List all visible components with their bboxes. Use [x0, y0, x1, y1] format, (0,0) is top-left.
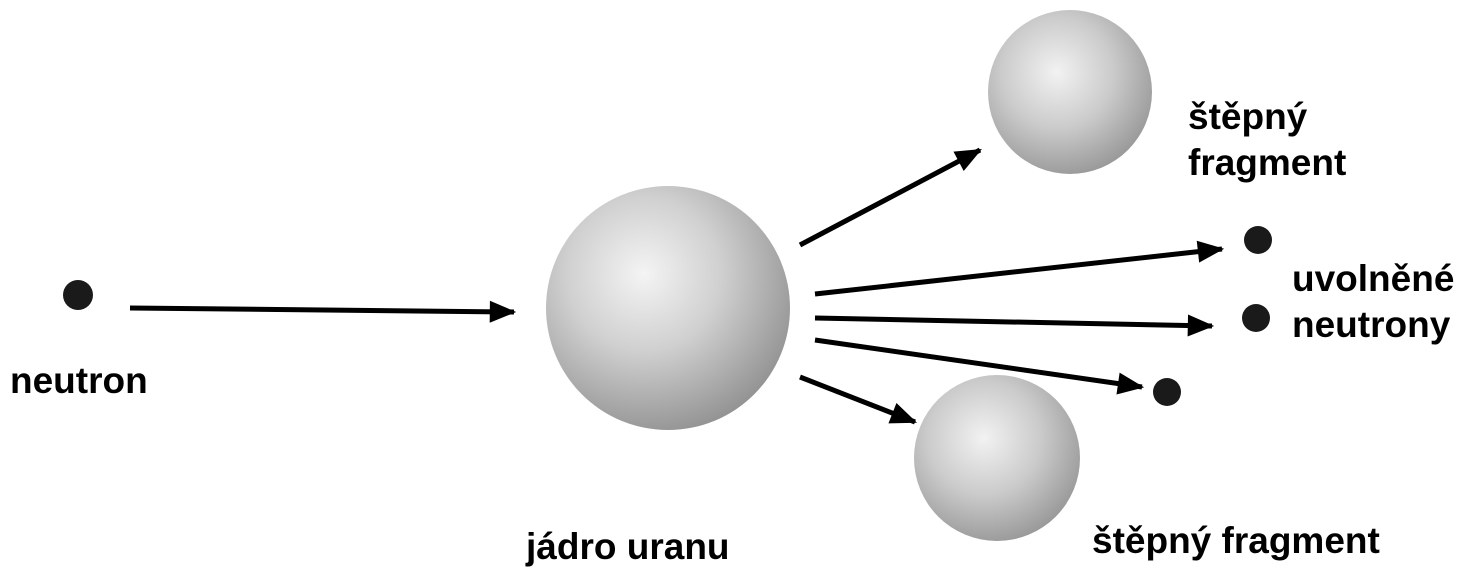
fission-fragment-top: [988, 10, 1152, 174]
fragment-top-label-line2: fragment: [1188, 142, 1347, 183]
arrow-to-neutron-2: [814, 314, 1215, 337]
released-neutrons-label-line2: neutrony: [1292, 304, 1451, 345]
neutron-label: neutron: [10, 360, 148, 401]
fragment-top-label-line1: štěpný: [1188, 96, 1308, 137]
fragment-bottom-label: štěpný fragment: [1092, 520, 1380, 561]
released-neutrons-label: uvolněné neutrony: [1292, 256, 1454, 348]
arrow-to-fragment-bottom: [799, 374, 918, 425]
incoming-neutron: [63, 280, 93, 310]
released-neutron-3: [1153, 378, 1181, 406]
fragment-top-label: štěpný fragment: [1188, 94, 1346, 186]
released-neutrons-label-line1: uvolněné: [1292, 258, 1455, 299]
uranium-nucleus: [546, 186, 790, 430]
nucleus-label: jádro uranu: [526, 526, 730, 567]
arrow-to-neutron-1: [814, 240, 1225, 297]
released-neutron-2: [1242, 304, 1270, 332]
incoming-arrow: [129, 300, 517, 323]
released-neutron-1: [1244, 226, 1272, 254]
fission-fragment-bottom: [914, 375, 1080, 541]
arrow-to-neutron-3: [814, 337, 1145, 395]
arrow-to-fragment-top: [798, 147, 982, 248]
